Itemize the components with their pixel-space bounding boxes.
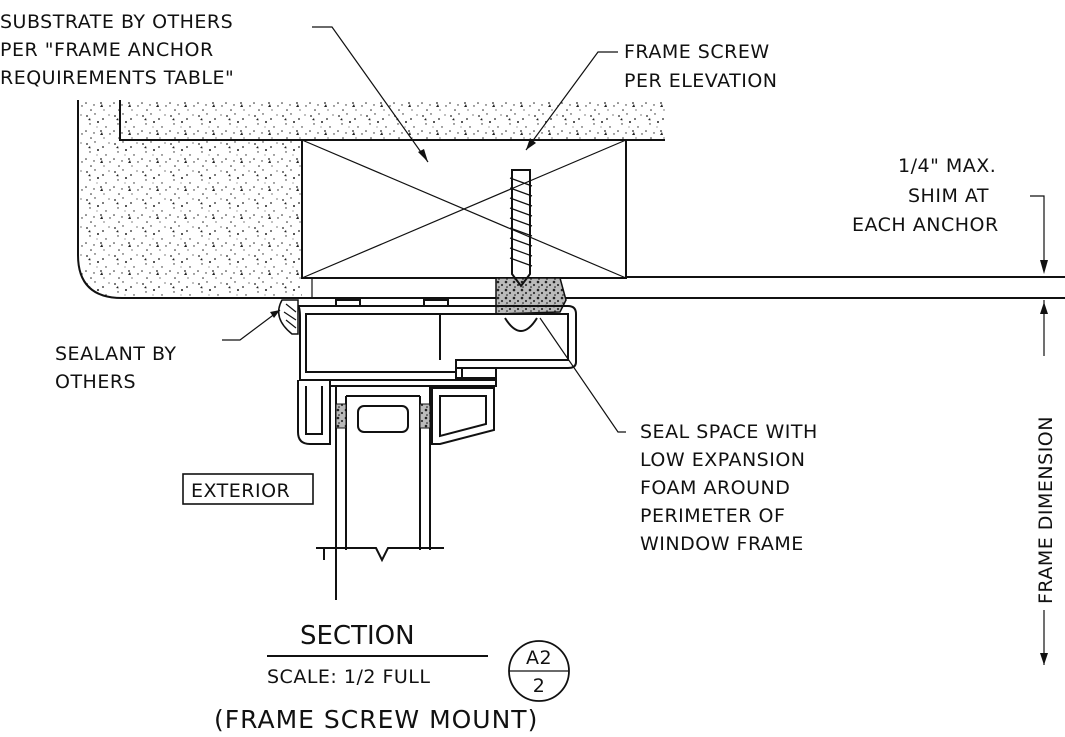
svg-text:PERIMETER OF: PERIMETER OF: [640, 505, 785, 527]
section-title-block: SECTION SCALE: 1/2 FULL A2 2 (FRAME SCRE…: [214, 621, 570, 734]
wood-substrate-block: [301, 139, 627, 279]
frame-screw: [504, 169, 538, 332]
shim-label: 1/4" MAX. SHIM AT EACH ANCHOR: [852, 155, 999, 236]
section-title: SECTION: [300, 621, 415, 651]
svg-text:OTHERS: OTHERS: [55, 371, 136, 393]
detail-ref-number: 2: [533, 675, 546, 697]
svg-text:PER "FRAME ANCHOR: PER "FRAME ANCHOR: [0, 39, 214, 61]
seal-space-label: SEAL SPACE WITH LOW EXPANSION FOAM AROUN…: [640, 421, 818, 555]
svg-text:1/4" MAX.: 1/4" MAX.: [898, 155, 996, 177]
exterior-tag: EXTERIOR: [182, 473, 314, 505]
svg-text:SEAL SPACE WITH: SEAL SPACE WITH: [640, 421, 818, 443]
svg-text:REQUIREMENTS TABLE": REQUIREMENTS TABLE": [0, 67, 234, 89]
shim-lines: [310, 276, 1065, 299]
substrate-label: SUBSTRATE BY OTHERS PER "FRAME ANCHOR RE…: [0, 11, 234, 89]
sealant-label: SEALANT BY OTHERS: [55, 343, 177, 393]
svg-text:WINDOW FRAME: WINDOW FRAME: [640, 533, 804, 555]
section-subtitle: (FRAME SCREW MOUNT): [214, 705, 538, 734]
leader-lines: [222, 26, 1048, 433]
sealant-bead: [277, 299, 299, 335]
svg-text:FRAME SCREW: FRAME SCREW: [624, 41, 770, 63]
detail-ref-sheet: A2: [526, 647, 552, 669]
frame-screw-label: FRAME SCREW PER ELEVATION: [624, 41, 777, 92]
window-frame-extrusion: [297, 299, 577, 445]
svg-text:PER ELEVATION: PER ELEVATION: [624, 70, 777, 92]
svg-text:FOAM AROUND: FOAM AROUND: [640, 477, 790, 499]
glazing-sash: [316, 386, 444, 600]
svg-text:LOW EXPANSION: LOW EXPANSION: [640, 449, 806, 471]
frame-dimension-line: [1040, 300, 1048, 665]
svg-text:SEALANT BY: SEALANT BY: [55, 343, 177, 365]
svg-text:FRAME DIMENSION: FRAME DIMENSION: [1035, 416, 1057, 604]
foam-seal: [495, 277, 567, 315]
concrete-substrate: [77, 100, 665, 299]
svg-text:SHIM AT: SHIM AT: [908, 185, 989, 207]
svg-text:EXTERIOR: EXTERIOR: [191, 480, 290, 502]
scale-label: SCALE: 1/2 FULL: [267, 666, 430, 688]
frame-dimension-label: FRAME DIMENSION: [1035, 416, 1057, 604]
svg-text:EACH ANCHOR: EACH ANCHOR: [852, 214, 999, 236]
svg-text:SUBSTRATE BY OTHERS: SUBSTRATE BY OTHERS: [0, 11, 233, 33]
